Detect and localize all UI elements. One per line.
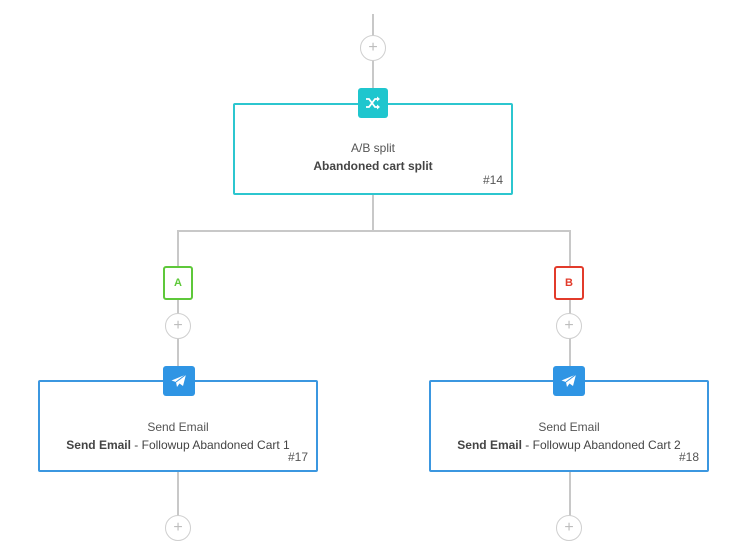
node-title-rest: - Followup Abandoned Cart 1: [130, 438, 290, 452]
node-title: Send Email - Followup Abandoned Cart 2: [431, 438, 707, 452]
branch-a-label[interactable]: A: [163, 266, 193, 300]
connector-right-plus-to-email: [569, 338, 571, 366]
connector-top: [372, 14, 374, 36]
connector-right-email-down: [569, 471, 571, 516]
connector-a-to-plus: [177, 300, 179, 314]
connector-b-to-plus: [569, 300, 571, 314]
connector-left-down: [177, 230, 179, 266]
connector-right-down: [569, 230, 571, 266]
connector-top-to-split: [372, 60, 374, 88]
add-step-button-top[interactable]: +: [360, 35, 386, 61]
connector-split-down: [372, 195, 374, 231]
node-title: Abandoned cart split: [313, 159, 433, 173]
connector-horizontal: [177, 230, 570, 232]
node-type-label: Send Email: [147, 420, 209, 434]
connector-left-plus-to-email: [177, 338, 179, 366]
connector-left-email-down: [177, 471, 179, 516]
add-step-button-after-email-1[interactable]: +: [165, 515, 191, 541]
node-title-bold: Send Email: [66, 438, 131, 452]
paper-plane-icon: [163, 366, 195, 396]
branch-b-label[interactable]: B: [554, 266, 584, 300]
node-number: #18: [678, 450, 699, 464]
add-step-button-branch-b[interactable]: +: [556, 313, 582, 339]
node-type-label: A/B split: [350, 141, 395, 155]
node-number: #14: [482, 173, 503, 187]
node-title: Send Email - Followup Abandoned Cart 1: [40, 438, 316, 452]
node-title-bold: Send Email: [457, 438, 522, 452]
add-step-button-after-email-2[interactable]: +: [556, 515, 582, 541]
node-title-rest: - Followup Abandoned Cart 2: [521, 438, 681, 452]
node-type-label: Send Email: [538, 420, 600, 434]
shuffle-icon: [358, 88, 388, 118]
add-step-button-branch-a[interactable]: +: [165, 313, 191, 339]
node-number: #17: [287, 450, 308, 464]
paper-plane-icon: [553, 366, 585, 396]
